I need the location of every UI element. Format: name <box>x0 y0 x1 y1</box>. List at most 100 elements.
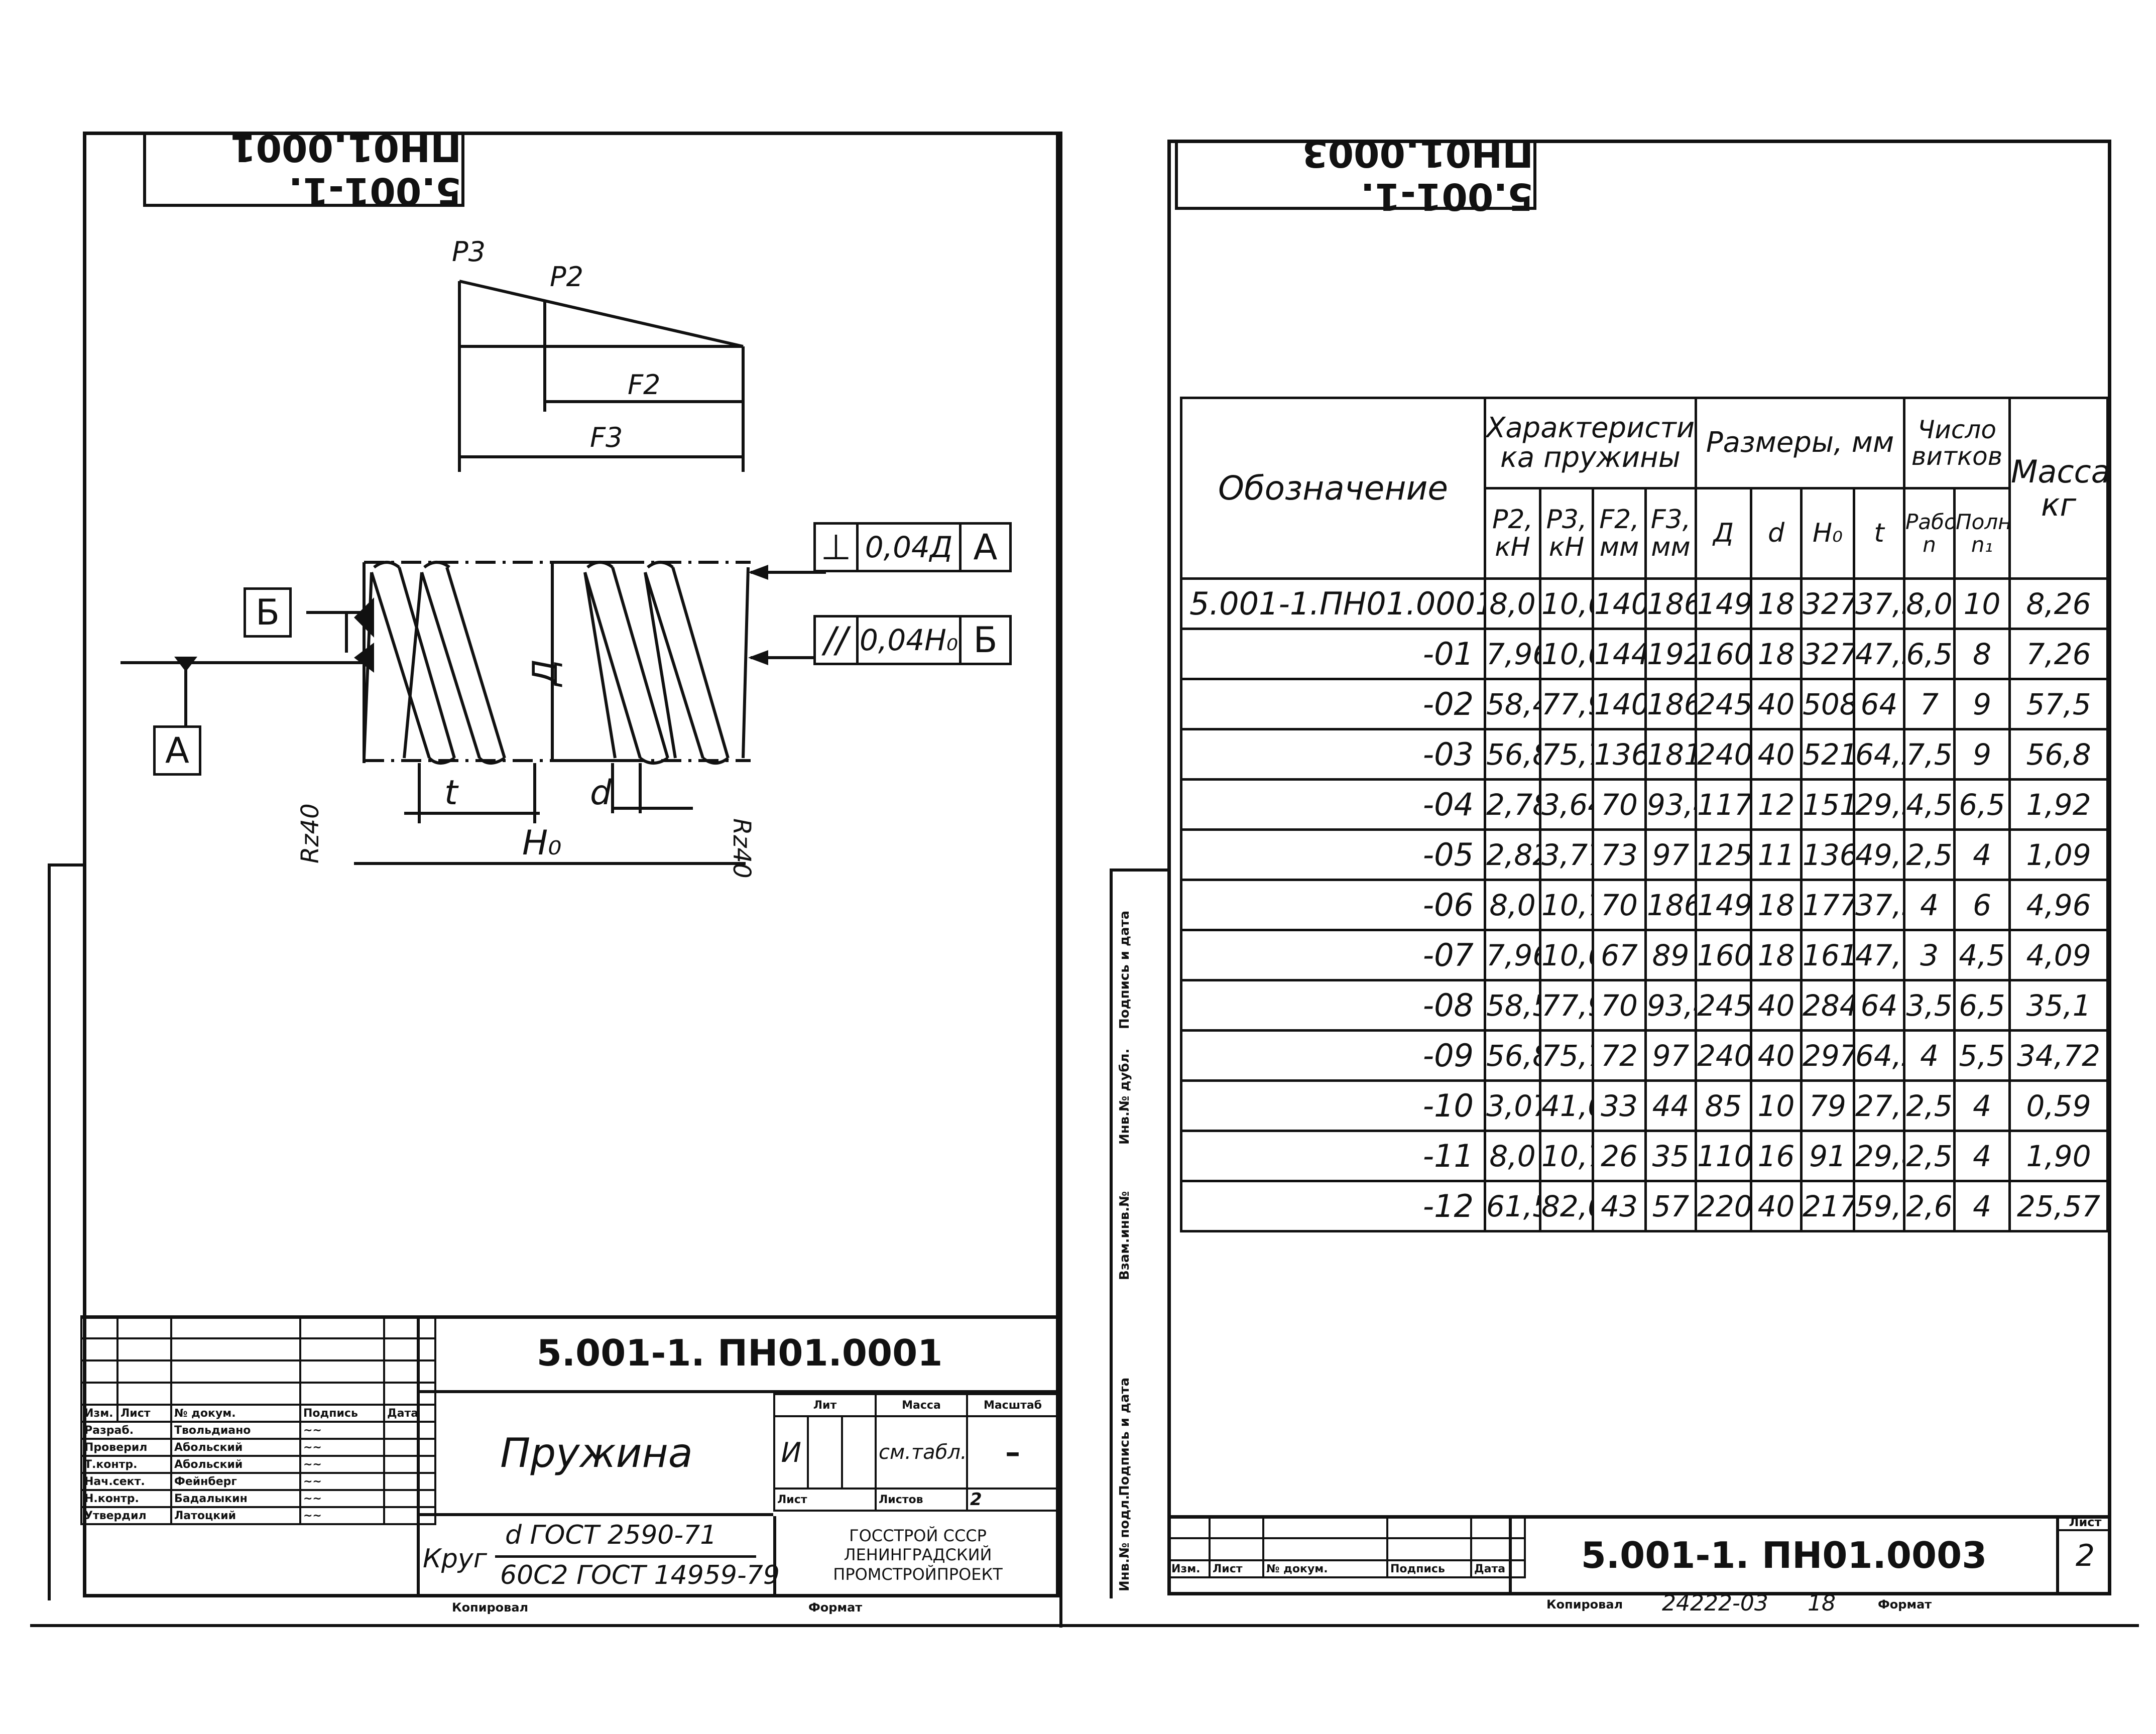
row-cell: 37,5 <box>1852 879 1906 931</box>
row-cell: 8,0 <box>1484 1130 1541 1182</box>
rev-header-izm: Изм. <box>80 1404 118 1423</box>
sub-header-0: P2, кН <box>1484 487 1541 580</box>
row-cell: 6,5 <box>1953 778 2011 831</box>
right-title-block <box>1167 1515 2111 1599</box>
row-cell: 44 <box>1644 1079 1697 1132</box>
row-cell: 3 <box>1903 929 1956 981</box>
row-cell: 144 <box>1592 628 1647 680</box>
left-code-cell: 5.001-1. ПН01.0001 <box>417 1315 1059 1393</box>
row-cell: 186 <box>1644 577 1697 630</box>
row-cell: 161 <box>1800 929 1855 981</box>
signature-ncontrol: ~~ <box>299 1489 385 1508</box>
row-cell: 110 <box>1695 1130 1752 1182</box>
row-cell: 40 <box>1750 728 1803 781</box>
row-cell: 10,6 <box>1539 929 1594 981</box>
row-cell: 9 <box>1953 728 2011 781</box>
row-cell: 240 <box>1695 1029 1752 1082</box>
row-cell: 4 <box>1953 1079 2011 1132</box>
force-p3-label: P3 <box>452 236 486 268</box>
row-cell: 7,26 <box>2008 628 2109 680</box>
row-cell: 70 <box>1592 979 1647 1032</box>
row-cell: 12 <box>1750 778 1803 831</box>
mass-label: Масса <box>875 1393 968 1417</box>
row-cell: 140 <box>1592 678 1647 730</box>
row-cell: 41,0 <box>1539 1079 1594 1132</box>
right-binding-strip <box>1110 869 1170 1598</box>
row-cell: 56,8 <box>1484 728 1541 781</box>
right-format-label: Формат <box>1878 1597 1932 1612</box>
archive-number: 24222-03 <box>1662 1590 1768 1616</box>
row-cell: 10 <box>1750 1079 1803 1132</box>
row-cell: 4,09 <box>2008 929 2109 981</box>
row-cell: 240 <box>1695 728 1752 781</box>
perpendicularity-frame: ⊥ 0,04Д А <box>813 522 1014 572</box>
sub-header-3: F3, мм <box>1644 487 1697 580</box>
material-spec-top: d ГОСТ 2590-71 <box>505 1520 717 1550</box>
row-cell: 521 <box>1800 728 1855 781</box>
row-designation: -08 <box>1180 979 1486 1032</box>
parallelism-icon: // <box>813 615 859 665</box>
left-copied-label: Копировал <box>452 1600 529 1615</box>
right-rev-header-izm: Изм. <box>1167 1559 1211 1578</box>
rev-header-list: Лист <box>116 1404 172 1423</box>
side-label-replaces: Взам.инв.№ <box>1117 1191 1132 1280</box>
sub-header-2: F2, мм <box>1592 487 1647 580</box>
role-developer: Разраб. <box>80 1421 172 1440</box>
role-checker: Проверил <box>80 1438 172 1457</box>
left-header-code-box: 5.001-1. ПН01.0001 <box>143 126 464 212</box>
row-cell: 3,07 <box>1484 1079 1541 1132</box>
right-sheet-number-cell: Лист 2 <box>2056 1515 2111 1595</box>
signature-approver: ~~ <box>299 1506 385 1525</box>
row-cell: 2,6 <box>1903 1180 1956 1232</box>
row-cell: 5,5 <box>1953 1029 2011 1082</box>
row-designation: -01 <box>1180 628 1486 680</box>
row-cell: 40 <box>1750 1029 1803 1082</box>
row-cell: 58,45 <box>1484 678 1541 730</box>
row-cell: 26 <box>1592 1130 1647 1182</box>
row-cell: 58,5 <box>1484 979 1541 1032</box>
row-cell: 18 <box>1750 577 1803 630</box>
row-cell: 149 <box>1695 577 1752 630</box>
row-cell: 4 <box>1953 1180 2011 1232</box>
rev-header-doc: № докум. <box>170 1404 301 1423</box>
table-row: -017,9610,611441921601832747,566,587,26 <box>1180 628 2109 680</box>
row-cell: 6 <box>1953 879 2011 931</box>
row-cell: 47,56 <box>1852 628 1906 680</box>
row-cell: 91 <box>1800 1130 1855 1182</box>
deflection-f3-label: F3 <box>590 422 623 453</box>
row-cell: 125 <box>1695 828 1752 881</box>
signature-checker: ~~ <box>299 1438 385 1457</box>
row-cell: 0,59 <box>2008 1079 2109 1132</box>
person-approver: Латоцкий <box>170 1506 301 1525</box>
lit-label: Лит <box>773 1393 877 1417</box>
row-cell: 10,7 <box>1539 879 1594 931</box>
right-sheet-label: Лист <box>2059 1515 2111 1531</box>
row-cell: 2,78 <box>1484 778 1541 831</box>
right-code-cell: 5.001-1. ПН01.0003 <box>1509 1515 2056 1595</box>
dimension-d-wire: d <box>590 773 612 813</box>
sub-header-4: Д <box>1695 487 1752 580</box>
row-designation: -10 <box>1180 1079 1486 1132</box>
deflection-f2-label: F2 <box>628 369 661 401</box>
row-cell: 192 <box>1644 628 1697 680</box>
sub-header-7: t <box>1852 487 1906 580</box>
sheets-label: Листов <box>875 1488 968 1512</box>
row-cell: 18 <box>1750 929 1803 981</box>
row-cell: 136 <box>1592 728 1647 781</box>
row-designation: -04 <box>1180 778 1486 831</box>
row-cell: 64 <box>1852 678 1906 730</box>
person-developer: Твольдиано <box>170 1421 301 1440</box>
row-cell: 508 <box>1800 678 1855 730</box>
row-cell: 29,8 <box>1852 1130 1906 1182</box>
row-cell: 181 <box>1644 728 1697 781</box>
row-cell: 1,90 <box>2008 1130 2109 1182</box>
row-cell: 186 <box>1644 879 1697 931</box>
row-cell: 8,0 <box>1903 577 1956 630</box>
row-cell: 6,5 <box>1953 979 2011 1032</box>
datum-a-label: А <box>165 730 189 771</box>
right-rev-header-list: Лист <box>1209 1559 1264 1578</box>
dimension-d-outer: Д <box>526 659 566 686</box>
